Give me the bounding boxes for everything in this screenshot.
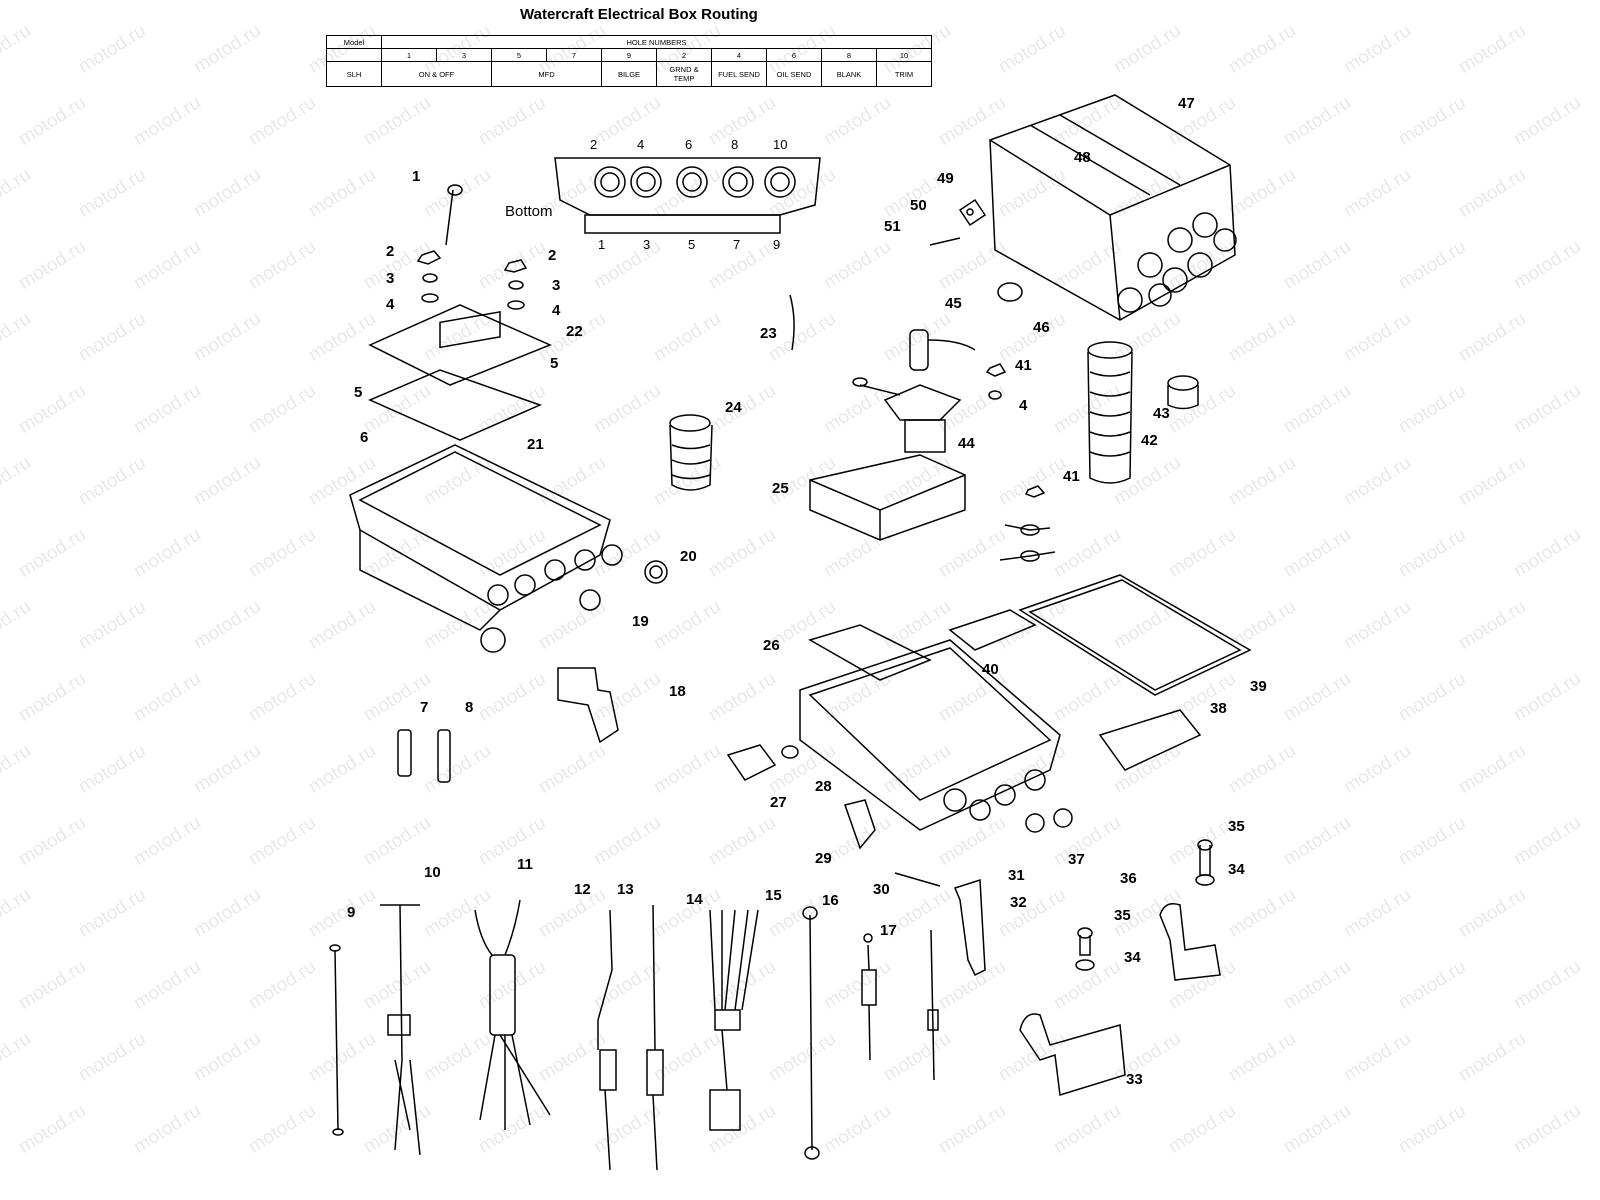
callout-33: 33	[1126, 1071, 1143, 1088]
terminal-block-bottom-view	[554, 157, 821, 234]
assignment-cell: MFD	[491, 61, 602, 87]
port-number: 6	[685, 137, 693, 152]
circuit-board	[368, 304, 552, 386]
callout-50: 50	[910, 197, 927, 214]
callout-4: 4	[386, 296, 395, 313]
callout-48: 48	[1074, 149, 1091, 166]
callout-40: 40	[982, 661, 999, 678]
callout-49: 49	[937, 170, 954, 187]
callout-46: 46	[1033, 319, 1050, 336]
callout-31: 31	[1008, 867, 1025, 884]
callout-27: 27	[770, 794, 787, 811]
callout-26: 26	[763, 637, 780, 654]
callout-29: 29	[815, 850, 832, 867]
hole-routing-table: Model HOLE NUMBERS 1 3 5 7 9 2 4 6 8 10 …	[326, 35, 932, 87]
callout-41: 41	[1015, 357, 1032, 374]
callout-14: 14	[686, 891, 703, 908]
callout-2: 2	[386, 243, 395, 260]
port-number: 4	[637, 137, 645, 152]
misc-left-parts	[397, 667, 619, 783]
port-number: 1	[598, 237, 606, 252]
callout-4: 4	[552, 302, 561, 319]
callout-16: 16	[822, 892, 839, 909]
strap	[953, 878, 986, 977]
callout-45: 45	[945, 295, 962, 312]
assignment-cell: OIL SEND	[766, 61, 822, 87]
left-box-assembly	[349, 184, 668, 653]
callout-7: 7	[420, 699, 429, 716]
callout-8: 8	[465, 699, 474, 716]
assignment-cell: GRND & TEMP	[656, 61, 712, 87]
callout-3: 3	[386, 270, 395, 287]
port-number: 2	[590, 137, 598, 152]
callout-38: 38	[1210, 700, 1227, 717]
port-number: 9	[773, 237, 781, 252]
callout-13: 13	[617, 881, 634, 898]
port-number: 8	[731, 137, 739, 152]
port-number: 3	[643, 237, 651, 252]
callout-9: 9	[347, 904, 356, 921]
cables-and-harnesses	[329, 839, 1221, 1171]
assignment-cell: BLANK	[821, 61, 877, 87]
port-number: 5	[688, 237, 696, 252]
port-number: 10	[773, 137, 788, 152]
callout-1: 1	[412, 168, 421, 185]
assignment-cell: BILGE	[601, 61, 657, 87]
callout-25: 25	[772, 480, 789, 497]
callout-43: 43	[1153, 405, 1170, 422]
assignment-cell: TRIM	[876, 61, 932, 87]
center-parts	[669, 294, 795, 491]
callout-32: 32	[1010, 894, 1027, 911]
callout-12: 12	[574, 881, 591, 898]
callout-51: 51	[884, 218, 901, 235]
callout-4: 4	[1019, 397, 1028, 414]
callout-35: 35	[1114, 907, 1131, 924]
callout-20: 20	[680, 548, 697, 565]
callout-11: 11	[517, 856, 533, 873]
callout-34: 34	[1124, 949, 1141, 966]
gasket	[1018, 574, 1252, 696]
callout-6: 6	[360, 429, 369, 446]
diagram-title: Watercraft Electrical Box Routing	[520, 6, 758, 23]
callout-15: 15	[765, 887, 782, 904]
callout-21: 21	[527, 436, 544, 453]
port-number: 7	[733, 237, 741, 252]
callout-44: 44	[958, 435, 975, 452]
callout-41: 41	[1063, 468, 1080, 485]
callout-39: 39	[1250, 678, 1267, 695]
callout-28: 28	[815, 778, 832, 795]
callout-23: 23	[760, 325, 777, 342]
callout-5: 5	[354, 384, 363, 401]
model-cell: SLH	[326, 61, 382, 87]
callout-19: 19	[632, 613, 649, 630]
solenoid-assembly	[809, 329, 1199, 562]
callout-24: 24	[725, 399, 742, 416]
callout-2: 2	[548, 247, 557, 264]
cover-plate	[808, 624, 932, 681]
callout-22: 22	[566, 323, 583, 340]
bottom-view-label: Bottom	[505, 203, 553, 220]
callout-34: 34	[1228, 861, 1245, 878]
assignment-cell: ON & OFF	[381, 61, 492, 87]
callout-36: 36	[1120, 870, 1137, 887]
callout-10: 10	[424, 864, 441, 881]
right-top-box	[929, 94, 1237, 321]
right-bottom-box	[726, 574, 1252, 887]
callout-3: 3	[552, 277, 561, 294]
callout-47: 47	[1178, 95, 1195, 112]
callout-35: 35	[1228, 818, 1245, 835]
callout-37: 37	[1068, 851, 1085, 868]
callout-30: 30	[873, 881, 890, 898]
callout-42: 42	[1141, 432, 1158, 449]
assignment-cell: FUEL SEND	[711, 61, 767, 87]
callout-5: 5	[550, 355, 559, 372]
callout-17: 17	[880, 922, 897, 939]
callout-18: 18	[669, 683, 686, 700]
